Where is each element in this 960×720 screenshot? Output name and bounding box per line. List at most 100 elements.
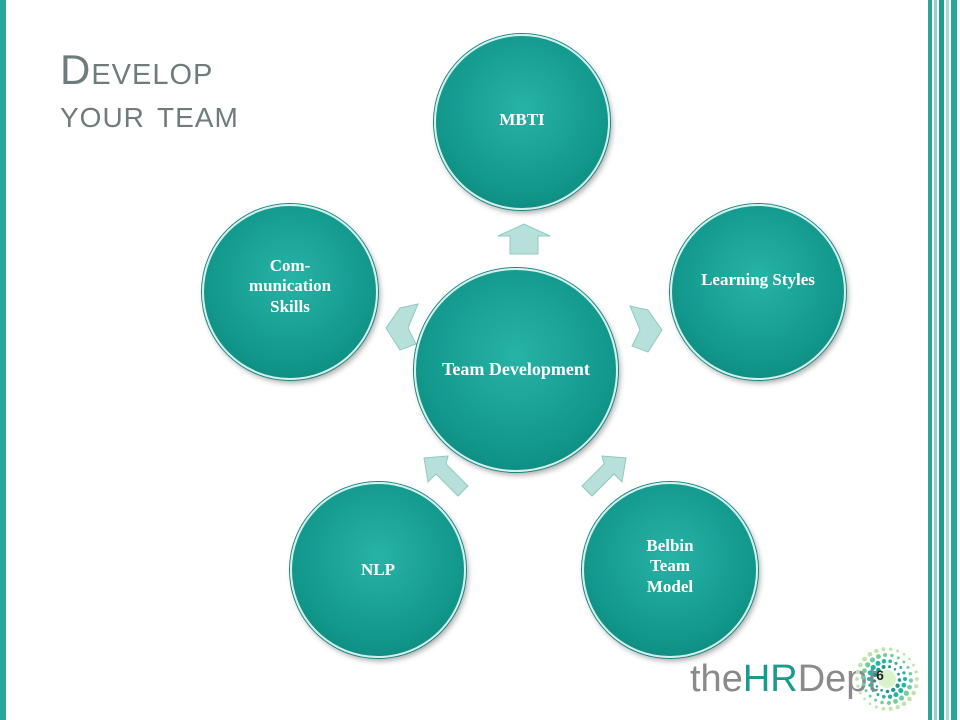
logo-dot <box>860 675 866 680</box>
logo-dot <box>876 693 880 697</box>
slide-title: Develop your team <box>60 46 239 136</box>
logo-dot <box>893 699 898 704</box>
logo-dot <box>865 662 871 668</box>
logo-dot <box>867 670 873 676</box>
slide-number: 6 <box>876 667 884 683</box>
logo-dot <box>897 678 902 682</box>
logo-dot <box>885 689 890 694</box>
logo-dot <box>898 688 904 694</box>
node-label: MBTI <box>499 110 545 129</box>
logo-dot <box>898 695 905 701</box>
arrow-to-belbin <box>581 455 627 497</box>
logo-dot <box>876 667 881 673</box>
node-nlp: NLP <box>290 482 466 658</box>
node-label: Learning Styles <box>701 270 815 289</box>
node-mbti: MBTI <box>434 34 610 210</box>
logo-dot <box>871 689 875 692</box>
logo-dot <box>890 653 894 658</box>
logo-text-highlight: HR <box>742 658 798 700</box>
logo-dot <box>874 705 878 709</box>
logo-dot <box>881 647 886 652</box>
node-label: Com- munication Skills <box>248 256 332 316</box>
node-label: Belbin Team Model <box>646 536 694 596</box>
logo-dot <box>868 683 872 687</box>
logo-dot <box>902 660 906 664</box>
title-line-1: Develop <box>60 46 214 93</box>
logo-dot <box>870 664 876 670</box>
logo-dot <box>869 657 876 663</box>
logo-dot <box>874 698 878 702</box>
logo-dot <box>881 707 886 711</box>
logo-dot <box>883 652 888 658</box>
logo-dot <box>888 706 893 711</box>
logo-dot <box>908 657 911 661</box>
logo-dot <box>875 660 881 666</box>
right-border-stripes <box>926 0 960 720</box>
logo-dot <box>907 684 912 690</box>
logo-dot <box>899 666 903 669</box>
logo-dot <box>915 677 919 681</box>
logo-dot <box>908 671 913 676</box>
logo-dot <box>881 665 886 669</box>
logo-dot <box>906 665 910 669</box>
arrow-to-communication <box>385 303 419 351</box>
logo-dot <box>876 654 881 659</box>
logo-dot <box>868 702 872 706</box>
logo-text-prefix: the <box>690 658 743 700</box>
logo-dot <box>893 692 899 698</box>
logo-dot <box>855 677 859 681</box>
node-belbin-team-model: Belbin Team Model <box>582 482 758 658</box>
logo-dot <box>873 673 878 678</box>
node-label: Team Development <box>442 359 590 380</box>
logo-dot <box>888 647 893 651</box>
logo-dot <box>858 662 863 668</box>
logo-dot <box>902 652 906 656</box>
logo-dot <box>896 649 900 653</box>
logo-dot <box>887 694 893 699</box>
logo-dot <box>861 682 866 687</box>
logo-dot <box>886 700 891 706</box>
logo-dot <box>862 668 867 674</box>
logo-dot <box>888 665 892 669</box>
logo-dot <box>880 688 883 692</box>
logo-dot <box>914 670 918 674</box>
dotted-spiral-icon <box>855 647 919 711</box>
logo-dot <box>902 671 906 675</box>
cycle-diagram: Team Development MBTI Learning Styles Be… <box>202 34 846 658</box>
logo-dot <box>855 669 860 674</box>
node-label: NLP <box>361 559 395 579</box>
logo-dot <box>908 678 914 683</box>
logo-dot <box>901 701 907 707</box>
logo-dot <box>907 696 912 702</box>
logo-dot <box>856 684 860 688</box>
logo-dot <box>912 663 915 667</box>
logo-dot <box>911 690 916 696</box>
logo-center <box>878 670 896 688</box>
logo-dot <box>882 694 886 699</box>
arrow-to-mbti <box>497 223 551 255</box>
title-line-2: your team <box>60 91 239 136</box>
logo-dot <box>895 683 900 688</box>
company-logo-text: theHRDept <box>690 660 878 698</box>
arrow-to-nlp <box>423 455 469 497</box>
logo-dot <box>873 679 877 683</box>
logo-dot <box>893 668 897 671</box>
arrow-to-learning-styles <box>629 305 663 353</box>
logo-dot <box>862 656 867 662</box>
logo-dot <box>881 659 887 664</box>
logo-dot <box>866 676 872 681</box>
logo-dot <box>874 648 879 654</box>
logo-dot <box>902 677 908 682</box>
logo-dot <box>895 704 900 710</box>
node-communication-skills: Com- munication Skills <box>202 204 378 380</box>
logo-dot <box>896 656 900 660</box>
logo-dot <box>880 700 884 705</box>
logo-dot <box>891 687 896 692</box>
logo-dot <box>901 682 907 688</box>
logo-dot <box>903 690 909 696</box>
logo-dot <box>914 684 919 689</box>
logo-dot <box>864 689 868 693</box>
logo-dot <box>868 694 872 698</box>
logo-dot <box>867 651 873 657</box>
